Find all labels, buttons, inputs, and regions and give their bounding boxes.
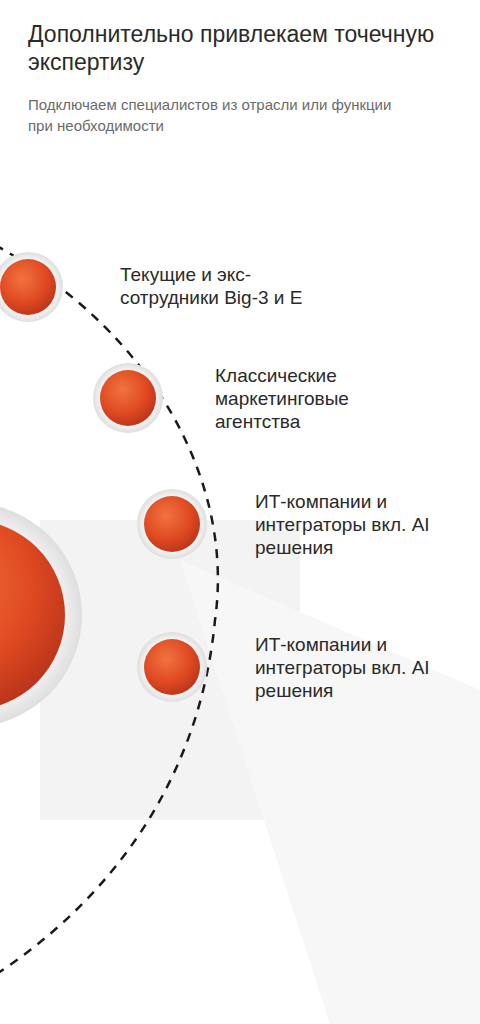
grey-panel xyxy=(180,560,480,1024)
big-circle xyxy=(0,520,65,710)
node-label: Классические маркетинговые агентства xyxy=(215,364,415,433)
big-ring xyxy=(0,503,82,727)
circle-marker xyxy=(0,252,63,322)
expertise-node: Текущие и экс- сотрудники Big-3 и E xyxy=(0,263,335,309)
circle-marker xyxy=(137,632,207,702)
circle-marker xyxy=(93,363,163,433)
diagram-title: Дополнительно привлекаем точечную экспер… xyxy=(28,20,438,76)
node-label: ИТ-компании и интеграторы вкл. AI решени… xyxy=(255,490,430,559)
expertise-node: ИТ-компании и интеграторы вкл. AI решени… xyxy=(137,490,430,559)
node-label: ИТ-компании и интеграторы вкл. AI решени… xyxy=(255,633,430,702)
expertise-node: Классические маркетинговые агентства xyxy=(93,364,415,433)
expertise-node: ИТ-компании и интеграторы вкл. AI решени… xyxy=(137,633,430,702)
circle-marker xyxy=(137,489,207,559)
diagram-caption: Подключаем специалистов из отрасли или ф… xyxy=(28,94,398,136)
node-label: Текущие и экс- сотрудники Big-3 и E xyxy=(120,263,335,309)
